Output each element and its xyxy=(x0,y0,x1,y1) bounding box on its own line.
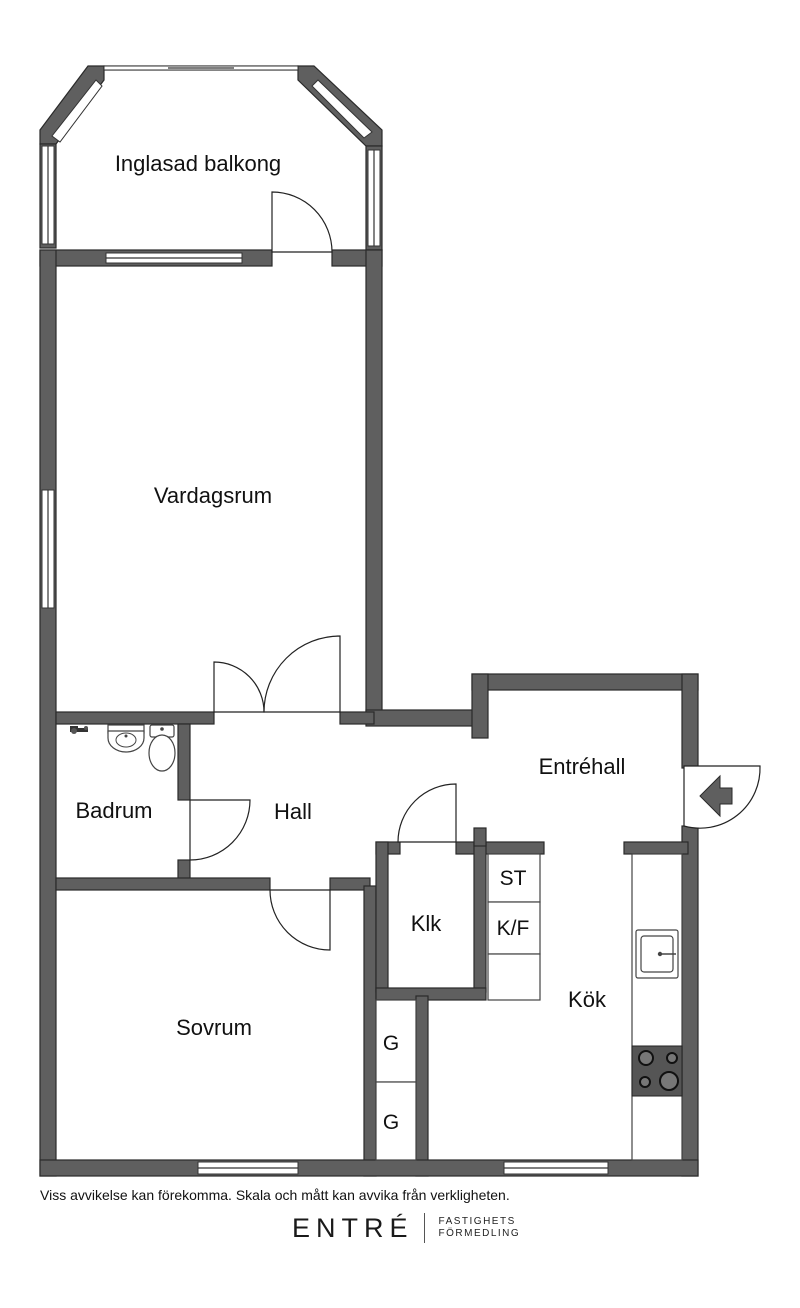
label-badrum: Badrum xyxy=(75,798,152,823)
brand-line-2: FÖRMEDLING xyxy=(438,1228,521,1239)
door-living-left[interactable] xyxy=(213,661,265,713)
doors xyxy=(189,191,761,951)
disclaimer-text: Viss avvikelse kan förekomma. Skala och … xyxy=(40,1187,510,1203)
door-closet[interactable] xyxy=(397,783,457,843)
floor-plan: Inglasad balkong Vardagsrum Entréhall Ba… xyxy=(39,65,761,1177)
label-hall: Hall xyxy=(274,799,312,824)
brand-logo: ENTRÉ FASTIGHETS FÖRMEDLING xyxy=(292,1212,520,1244)
brand-line-1: FASTIGHETS xyxy=(438,1216,516,1227)
label-balkong: Inglasad balkong xyxy=(115,151,281,176)
wardrobe-1 xyxy=(375,999,417,1083)
entrance-arrow-icon xyxy=(699,774,733,818)
wardrobe-2 xyxy=(375,1081,417,1161)
label-vardagsrum: Vardagsrum xyxy=(154,483,272,508)
label-entrehall: Entréhall xyxy=(539,754,626,779)
room-labels: Inglasad balkong Vardagsrum Entréhall Ba… xyxy=(75,151,625,1134)
faucet-icon xyxy=(70,726,88,734)
label-kok: Kök xyxy=(568,987,607,1012)
cabinet-extra xyxy=(487,953,541,1001)
brand-name: ENTRÉ xyxy=(292,1212,414,1243)
stove-icon xyxy=(631,1045,683,1097)
windows xyxy=(41,65,609,1175)
cabinet-kf xyxy=(487,901,541,955)
brand-divider xyxy=(423,1213,425,1243)
label-klk: Klk xyxy=(411,911,443,936)
brand-subtitle: FASTIGHETS FÖRMEDLING xyxy=(439,1216,521,1240)
door-living-right[interactable] xyxy=(263,635,341,713)
label-st: ST xyxy=(500,867,527,890)
door-bedroom[interactable] xyxy=(269,889,331,951)
label-g1: G xyxy=(383,1032,399,1055)
label-g2: G xyxy=(383,1111,399,1134)
sink-icon xyxy=(107,724,145,753)
label-sovrum: Sovrum xyxy=(176,1015,252,1040)
door-bathroom[interactable] xyxy=(189,799,251,861)
cabinet-st xyxy=(487,853,541,903)
door-balcony[interactable] xyxy=(271,191,333,253)
kitchen-counter xyxy=(631,853,683,1161)
toilet-icon xyxy=(148,724,176,772)
kitchen-sink-icon xyxy=(635,929,679,979)
label-kf: K/F xyxy=(497,917,530,940)
fixtures xyxy=(70,724,683,1161)
